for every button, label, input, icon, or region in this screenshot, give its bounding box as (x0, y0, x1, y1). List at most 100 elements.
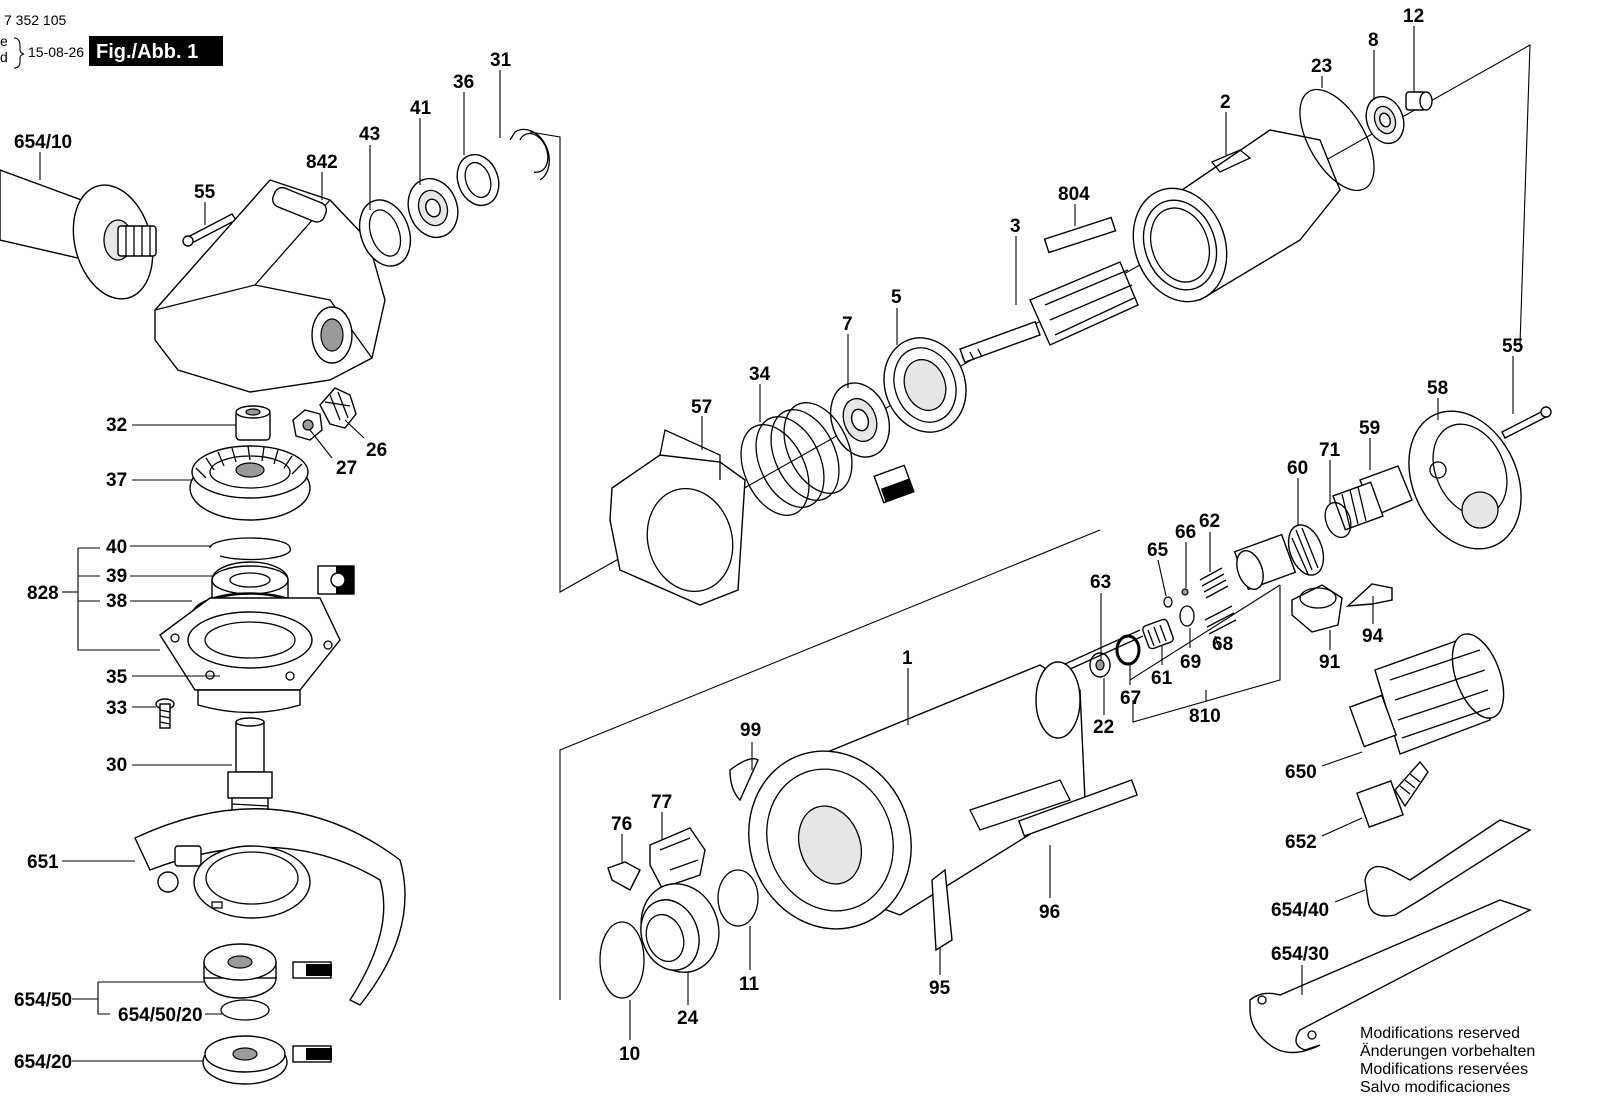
ring-69 (1179, 605, 1195, 627)
label-69: 69 (1180, 652, 1201, 673)
brace-letter-d: d (0, 49, 8, 65)
label-62: 62 (1199, 511, 1220, 532)
nipple-652 (1356, 760, 1429, 828)
strip-99 (729, 758, 759, 802)
valve-61 (1142, 618, 1174, 650)
label-37: 37 (106, 470, 127, 491)
label-804: 804 (1058, 184, 1090, 205)
cylinder-2 (1132, 129, 1341, 303)
revision-date: 15-08-26 (28, 44, 84, 60)
label-34: 34 (749, 364, 771, 385)
o-ring-71 (1324, 501, 1352, 539)
label-654-30: 654/30 (1271, 944, 1329, 965)
label-76: 76 (611, 814, 632, 835)
bearing-plate-5 (883, 337, 967, 433)
label-654-20: 654/20 (14, 1052, 72, 1073)
label-654-50-20: 654/50/20 (118, 1005, 203, 1026)
label-652: 652 (1285, 832, 1317, 853)
label-27: 27 (336, 458, 357, 479)
label-99: 99 (740, 720, 761, 741)
label-3: 3 (1010, 216, 1021, 237)
label-12: 12 (1403, 6, 1424, 27)
end-cover-58 (1408, 410, 1522, 550)
modification-notes: Modifications reserved Änderungen vorbeh… (1360, 1025, 1535, 1096)
label-40: 40 (106, 537, 127, 558)
spring-62 (1199, 567, 1237, 635)
label-71: 71 (1319, 440, 1341, 461)
label-654-50: 654/50 (14, 990, 72, 1011)
label-77: 77 (651, 792, 672, 813)
ring-65 (1163, 596, 1173, 608)
vane-804 (1043, 216, 1117, 254)
label-39: 39 (106, 566, 127, 587)
label-91: 91 (1319, 652, 1341, 673)
bearing-group-top (358, 128, 550, 267)
label-651: 651 (27, 852, 59, 873)
label-5: 5 (891, 287, 902, 308)
o-ring-11 (717, 869, 759, 927)
part-76 (607, 861, 641, 891)
label-55-right: 55 (1502, 336, 1524, 357)
label-58: 58 (1427, 378, 1448, 399)
label-65: 65 (1147, 540, 1169, 561)
label-2: 2 (1220, 92, 1231, 113)
screw-55-right (1501, 406, 1552, 439)
bearing-8 (1365, 95, 1405, 145)
label-10: 10 (619, 1044, 640, 1065)
label-61: 61 (1151, 668, 1173, 689)
label-11: 11 (739, 974, 760, 995)
wheel-guard (134, 808, 406, 1006)
rotor-3 (959, 261, 1139, 365)
label-38: 38 (106, 591, 127, 612)
ball-66 (1181, 588, 1189, 596)
bearing-7 (829, 382, 891, 458)
label-68: 68 (1212, 634, 1233, 655)
label-654-10: 654/10 (14, 132, 72, 153)
label-810: 810 (1189, 706, 1221, 727)
fitting-59 (1332, 465, 1413, 531)
bearing-flange (159, 597, 341, 714)
label-24: 24 (677, 1008, 699, 1029)
lower-section-frame (559, 529, 1101, 1000)
o-ring-10 (599, 921, 645, 999)
label-22: 22 (1093, 717, 1114, 738)
valve-sleeve (1233, 533, 1297, 591)
label-32: 32 (106, 415, 127, 436)
pin-63 (1064, 629, 1141, 665)
bevel-gear (189, 445, 311, 521)
label-66: 66 (1175, 522, 1196, 543)
label-36: 36 (453, 72, 474, 93)
bearing-24 (640, 883, 720, 973)
label-94: 94 (1362, 626, 1384, 647)
label-96: 96 (1039, 902, 1060, 923)
note-de: Änderungen vorbehalten (1360, 1042, 1535, 1060)
label-33: 33 (106, 698, 127, 719)
label-8: 8 (1368, 30, 1379, 51)
washer-22-hole (1095, 659, 1105, 671)
doc-number: 7 352 105 (4, 12, 66, 28)
leader-lines (39, 26, 1514, 1062)
label-7: 7 (842, 314, 853, 335)
label-650: 650 (1285, 762, 1317, 783)
strip-95 (931, 868, 953, 952)
pin-63-edge (1067, 635, 1144, 671)
note-fr: Modifications reservées (1360, 1061, 1528, 1078)
motor-housing-1 (748, 661, 1086, 930)
figure-badge (89, 36, 223, 66)
label-26: 26 (366, 440, 387, 461)
part-labels: 654/10 55 842 43 41 36 31 32 27 26 37 40… (14, 6, 1524, 1073)
label-60: 60 (1287, 458, 1308, 479)
label-57: 57 (691, 397, 712, 418)
note-es: Salvo modificaciones (1360, 1079, 1510, 1096)
label-59: 59 (1359, 418, 1380, 439)
label-43: 43 (359, 124, 380, 145)
small-parts-32-27-26 (235, 387, 357, 441)
side-handle (0, 169, 157, 300)
label-55-left: 55 (194, 182, 216, 203)
o-ring-67 (1115, 634, 1141, 666)
label-842: 842 (306, 152, 338, 173)
part-77 (649, 827, 706, 889)
grease-symbol-icon (873, 464, 915, 504)
silencer-650 (1348, 633, 1505, 755)
